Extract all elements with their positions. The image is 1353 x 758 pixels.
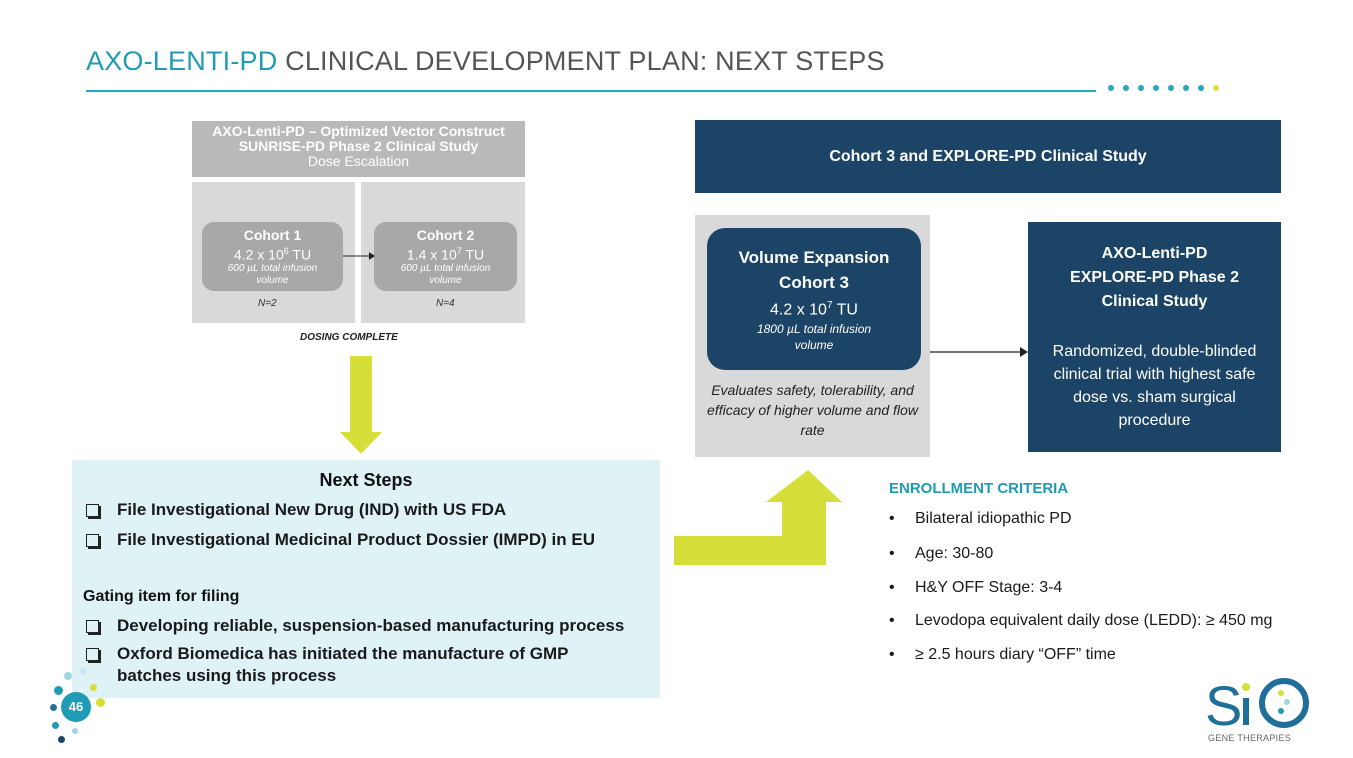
gating-title: Gating item for filing xyxy=(83,588,240,605)
checkbox-icon xyxy=(86,620,99,633)
checkbox-icon xyxy=(86,648,99,661)
dosing-status: DOSING COMPLETE xyxy=(300,332,398,343)
title-accent: AXO-LENTI-PD xyxy=(86,46,278,76)
down-arrow-icon xyxy=(340,356,382,454)
enrollment-item: •Levodopa equivalent daily dose (LEDD): … xyxy=(889,612,1273,629)
sunrise-header: AXO-Lenti-PD – Optimized Vector Construc… xyxy=(192,121,525,177)
cohort1-dose: 4.2 x 106 TU xyxy=(233,246,312,263)
sio-logo-subtitle: GENE THERAPIES xyxy=(1208,733,1292,743)
dna-logo-icon xyxy=(50,668,110,752)
gating-item: Oxford Biomedica has initiated the manuf… xyxy=(86,643,626,687)
cohort2-box: Cohort 2 1.4 x 107 TU 600 µL total infus… xyxy=(374,222,517,291)
sio-logo-letter-s: S xyxy=(1205,675,1242,731)
cohort1-name: Cohort 1 xyxy=(243,227,302,243)
page-title: AXO-LENTI-PD CLINICAL DEVELOPMENT PLAN: … xyxy=(86,46,885,77)
cohort1-box: Cohort 1 4.2 x 106 TU 600 µL total infus… xyxy=(202,222,343,291)
explore-line2: EXPLORE-PD Phase 2 xyxy=(1070,269,1239,286)
next-steps-box xyxy=(72,460,660,698)
cohort2-n: N=4 xyxy=(436,298,455,309)
cohort2-volume: 600 µL total infusion volume xyxy=(400,262,491,286)
next-steps-title: Next Steps xyxy=(319,470,413,490)
next-step-item: File Investigational Medicinal Product D… xyxy=(86,529,646,551)
sunrise-header-line3: Dose Escalation xyxy=(307,153,410,169)
cohort-arrow-icon xyxy=(343,252,375,260)
checkbox-icon xyxy=(86,534,99,547)
right-arrow-icon xyxy=(930,347,1028,357)
cohort2-dose: 1.4 x 107 TU xyxy=(406,246,485,263)
enrollment-title: ENROLLMENT CRITERIA xyxy=(889,480,1069,497)
cohort2-name: Cohort 2 xyxy=(416,227,475,243)
enrollment-item: •Bilateral idiopathic PD xyxy=(889,510,1072,527)
enrollment-item: •≥ 2.5 hours diary “OFF” time xyxy=(889,646,1116,663)
explore-line3: Clinical Study xyxy=(1101,293,1208,310)
explore-pd-box: AXO-Lenti-PD EXPLORE-PD Phase 2 Clinical… xyxy=(1028,222,1281,452)
sio-logo: S xyxy=(1205,675,1309,731)
enrollment-item: •Age: 30-80 xyxy=(889,545,994,562)
explore-description: Randomized, double-blinded clinical tria… xyxy=(1052,343,1257,429)
cohort3-dose: 4.2 x 107 TU xyxy=(770,300,858,319)
title-rest: CLINICAL DEVELOPMENT PLAN: NEXT STEPS xyxy=(277,46,885,76)
decorative-dots xyxy=(1108,85,1219,91)
next-step-item: File Investigational New Drug (IND) with… xyxy=(86,499,646,521)
page-number: 46 xyxy=(61,692,91,722)
sunrise-header-line1: AXO-Lenti-PD – Optimized Vector Construc… xyxy=(212,123,505,139)
cohort1-volume: 600 µL total infusion volume xyxy=(227,262,318,286)
cohort3-evaluates: Evaluates safety, tolerability, and effi… xyxy=(707,382,918,438)
sunrise-header-line2: SUNRISE-PD Phase 2 Clinical Study xyxy=(238,138,479,154)
cohort3-volume: 1800 µL total infusion volume xyxy=(756,322,872,353)
cohort3-title-line2: Cohort 3 xyxy=(779,273,849,292)
right-header: Cohort 3 and EXPLORE-PD Clinical Study xyxy=(695,120,1281,193)
checkbox-icon xyxy=(86,504,99,517)
explore-line1: AXO-Lenti-PD xyxy=(1101,245,1208,262)
cohort3-title-line1: Volume Expansion xyxy=(738,248,890,267)
cohort1-n: N=2 xyxy=(258,298,277,309)
up-right-arrow-icon xyxy=(674,470,842,565)
enrollment-item: •H&Y OFF Stage: 3-4 xyxy=(889,579,1063,596)
gating-item: Developing reliable, suspension-based ma… xyxy=(86,615,656,637)
title-rule xyxy=(86,90,1096,92)
